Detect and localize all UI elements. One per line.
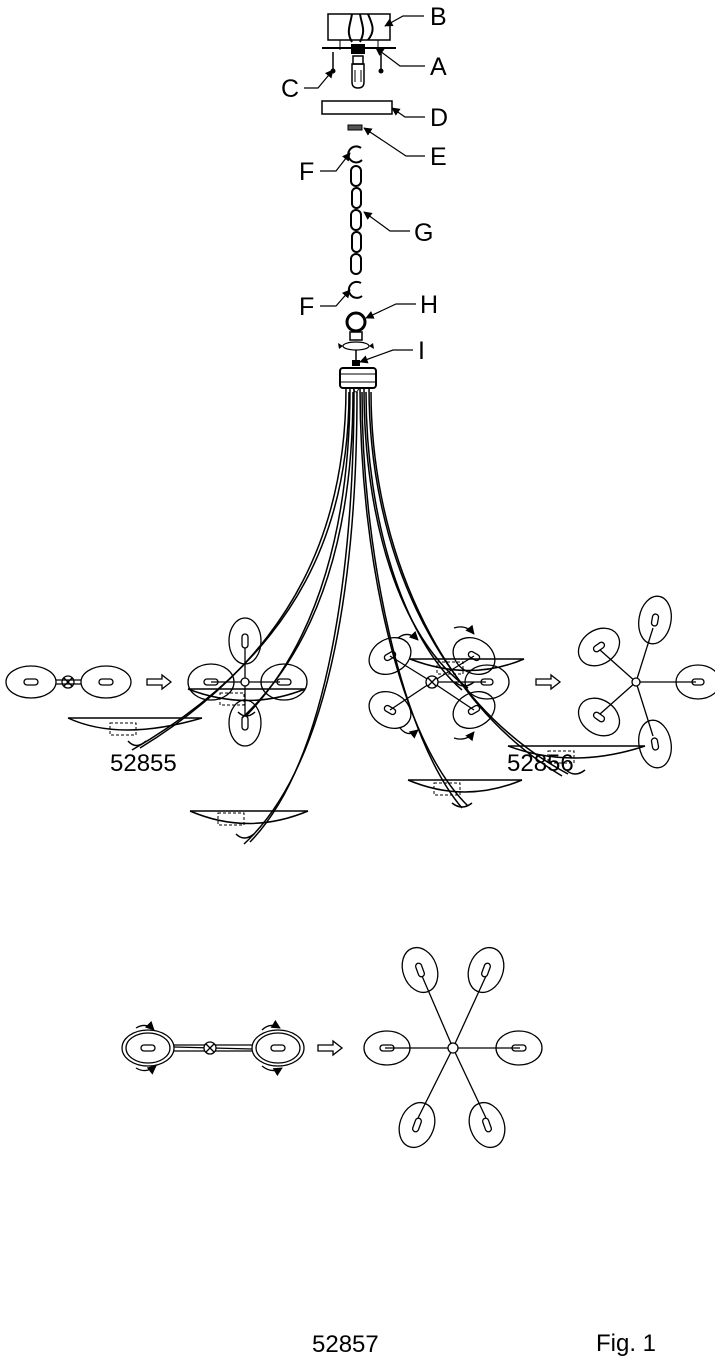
lamp-bowls — [67, 658, 646, 839]
ceiling-mount — [322, 13, 396, 89]
bowl-5 — [507, 745, 646, 775]
rotation-arrows — [338, 341, 374, 366]
arrow-52857 — [317, 1039, 344, 1057]
ring-nut — [347, 124, 363, 131]
callout-f-bottom: F — [299, 293, 314, 321]
bowl-1 — [67, 717, 203, 747]
bowl-4 — [409, 658, 525, 687]
bowl-6 — [407, 779, 523, 808]
callout-labels: B A C D E F G F H I — [281, 3, 448, 365]
hanging-loop — [345, 311, 367, 341]
callout-leaders — [304, 15, 425, 364]
callout-e: E — [430, 143, 447, 171]
bowl-3 — [189, 810, 309, 839]
layout-52857 — [121, 946, 543, 1149]
folded-52855 — [5, 665, 132, 699]
model-52856-label: 52856 — [507, 750, 574, 777]
callout-g: G — [414, 219, 433, 247]
model-52857-label: 52857 — [312, 1331, 379, 1358]
open-52856 — [577, 595, 715, 769]
callout-i: I — [418, 337, 425, 365]
callout-f-top: F — [299, 158, 314, 186]
callout-b: B — [430, 3, 447, 31]
callout-h: H — [420, 291, 438, 319]
layout-52855 — [5, 617, 308, 747]
chandelier-arms — [131, 387, 569, 845]
callout-c: C — [281, 75, 299, 103]
callout-d: D — [430, 104, 448, 132]
callout-a: A — [430, 53, 447, 81]
open-52855 — [187, 617, 308, 747]
layout-52856 — [368, 595, 715, 769]
chain — [347, 145, 363, 299]
folded-52856 — [368, 624, 510, 742]
hub — [339, 367, 377, 393]
arrow-52856 — [535, 673, 562, 691]
open-52857 — [363, 946, 543, 1149]
arrow-52855 — [146, 673, 173, 691]
model-52855-label: 52855 — [110, 750, 177, 777]
figure-label: Fig. 1 — [596, 1330, 656, 1357]
folded-52857 — [121, 1019, 305, 1077]
bowl-2 — [187, 688, 306, 717]
canopy — [321, 100, 393, 115]
